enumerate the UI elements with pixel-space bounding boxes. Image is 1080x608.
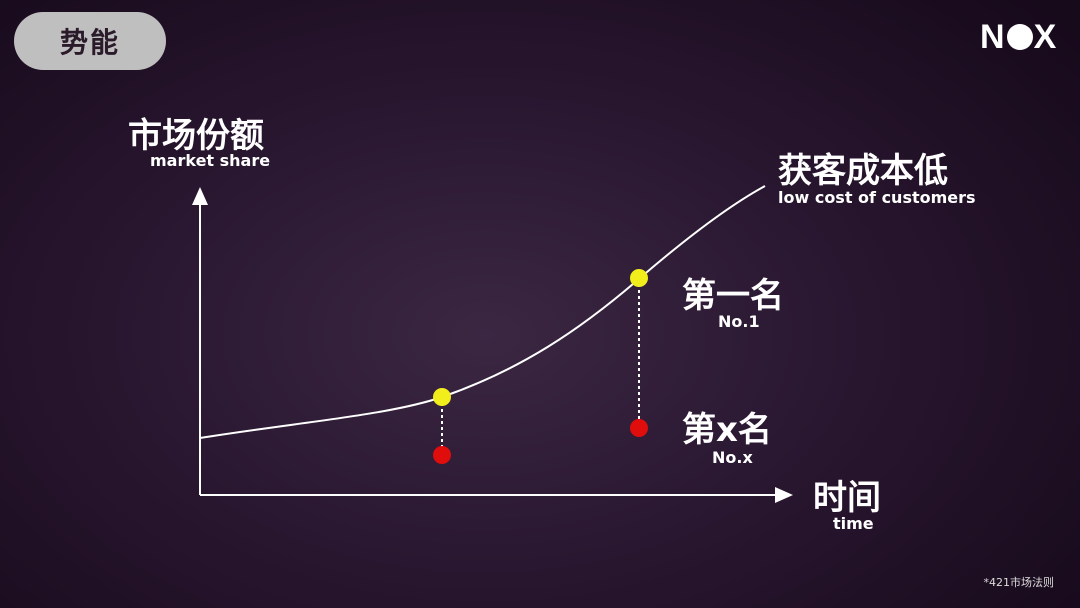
point-xth xyxy=(433,446,451,464)
y-axis-label-en: market share xyxy=(150,151,271,170)
point-first-curve xyxy=(630,269,648,287)
xth-label: 第x名 xyxy=(682,410,772,450)
section-badge: 势能 xyxy=(14,12,166,70)
x-axis-label-en: time xyxy=(833,514,874,533)
point-xth-curve xyxy=(433,388,451,406)
xth-label-en: No.x xyxy=(712,448,753,467)
point-first xyxy=(630,419,648,437)
growth-curve xyxy=(199,185,766,439)
footnote: *421市场法则 xyxy=(983,576,1055,589)
y-axis-label: 市场份额 xyxy=(128,116,264,156)
first-label: 第一名 xyxy=(682,276,784,316)
first-label-en: No.1 xyxy=(718,312,760,331)
curve-label-en: low cost of customers xyxy=(778,188,976,207)
curve-label: 获客成本低 xyxy=(778,151,948,191)
x-axis-label: 时间 xyxy=(813,478,881,518)
